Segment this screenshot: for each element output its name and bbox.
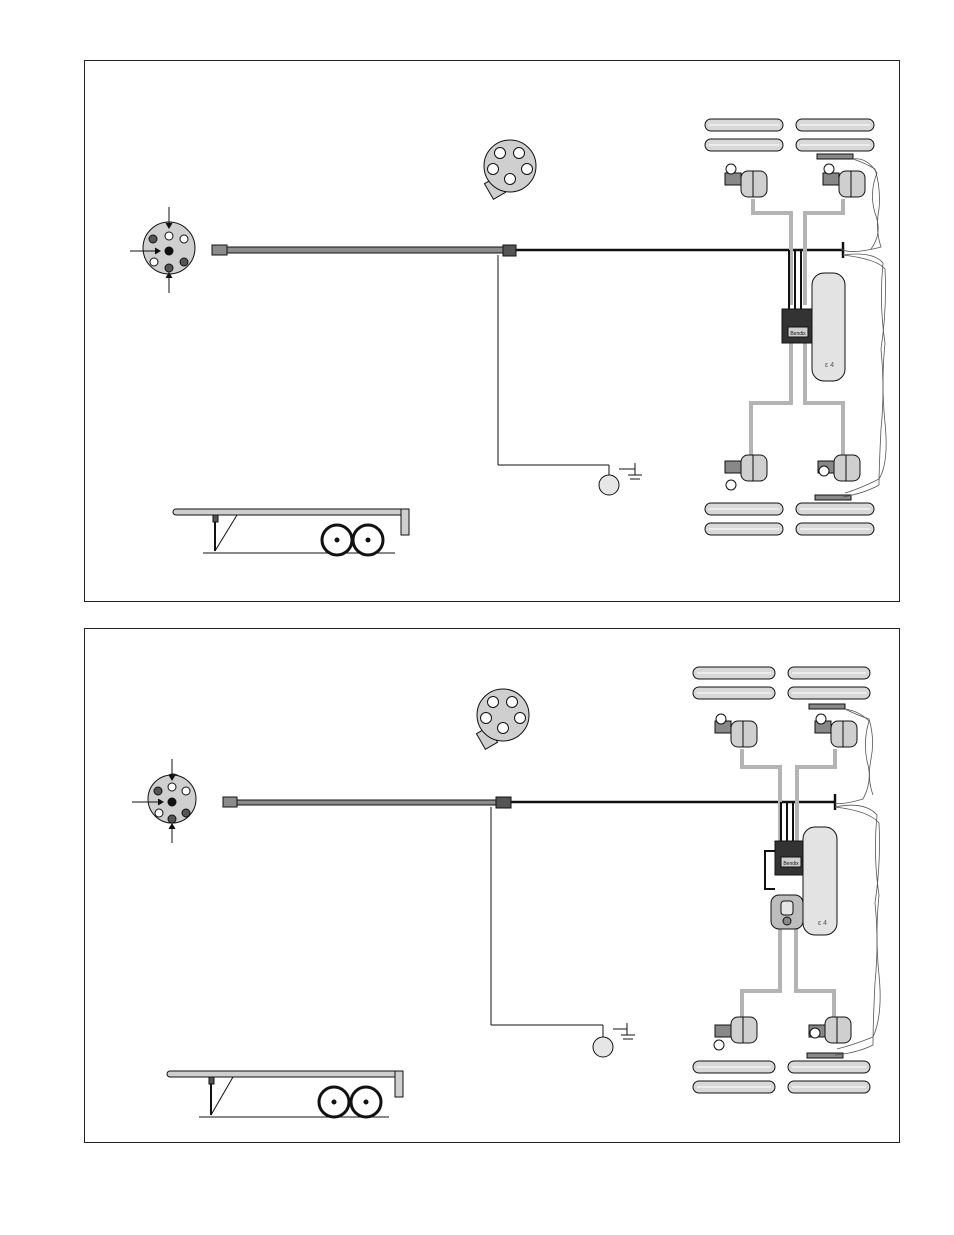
brake-chamber-bottom-right xyxy=(818,455,860,481)
sensor-cables xyxy=(841,159,886,497)
ecu-module: Bendix xyxy=(782,309,812,343)
brake-chamber-bottom-left xyxy=(714,1017,757,1050)
brake-chamber-bottom-left xyxy=(725,455,767,490)
diagram-canvas-2: Bendix ε 4 xyxy=(85,629,901,1144)
brake-chamber-bottom-right xyxy=(809,1017,851,1043)
relay-valve xyxy=(771,895,803,929)
sensor-comb-bottom xyxy=(815,495,851,500)
svg-text:ε 4: ε 4 xyxy=(825,362,834,369)
ground-lamp xyxy=(593,1037,613,1057)
air-tank: ε 4 xyxy=(803,827,837,935)
seven-pin-connector xyxy=(132,759,196,843)
brake-chamber-top-left xyxy=(715,714,757,747)
sensor-comb-bottom xyxy=(807,1053,843,1058)
trailer-flatbed-icon xyxy=(167,1071,403,1117)
axle-bars-bottom xyxy=(705,503,874,535)
trailer-flatbed-icon xyxy=(173,509,409,555)
five-pin-receptacle xyxy=(476,689,529,749)
axle-bars-bottom xyxy=(693,1061,870,1093)
five-pin-receptacle xyxy=(484,140,536,199)
brake-chamber-top-left xyxy=(725,164,767,197)
harness-gray-cable xyxy=(212,245,516,256)
harness-gray-cable xyxy=(223,797,511,808)
ecu-wire-loop xyxy=(765,851,775,889)
ground-symbol xyxy=(613,1023,635,1039)
air-tank: ε 4 xyxy=(812,273,845,381)
axle-bars-top xyxy=(693,667,870,699)
ecu-label: Bendix xyxy=(783,861,799,867)
seven-pin-connector xyxy=(130,207,195,293)
sensor-comb-top xyxy=(817,154,853,159)
svg-text:ε 4: ε 4 xyxy=(818,920,827,927)
ecu-label: Bendix xyxy=(790,331,806,337)
wiring-diagram-panel-2: Bendix ε 4 xyxy=(84,628,900,1143)
brake-chamber-top-right xyxy=(823,164,865,197)
wiring-diagram-panel-1: Bendix ε 4 xyxy=(84,60,900,602)
axle-bars-top xyxy=(705,119,874,151)
sensor-cables xyxy=(835,709,880,1055)
ground-symbol xyxy=(619,463,642,479)
diagram-canvas-1: Bendix ε 4 xyxy=(85,61,901,603)
ecu-module: Bendix xyxy=(775,841,805,875)
sensor-comb-top xyxy=(809,704,845,709)
brake-chamber-top-right xyxy=(815,714,857,747)
ground-lamp xyxy=(599,475,619,495)
